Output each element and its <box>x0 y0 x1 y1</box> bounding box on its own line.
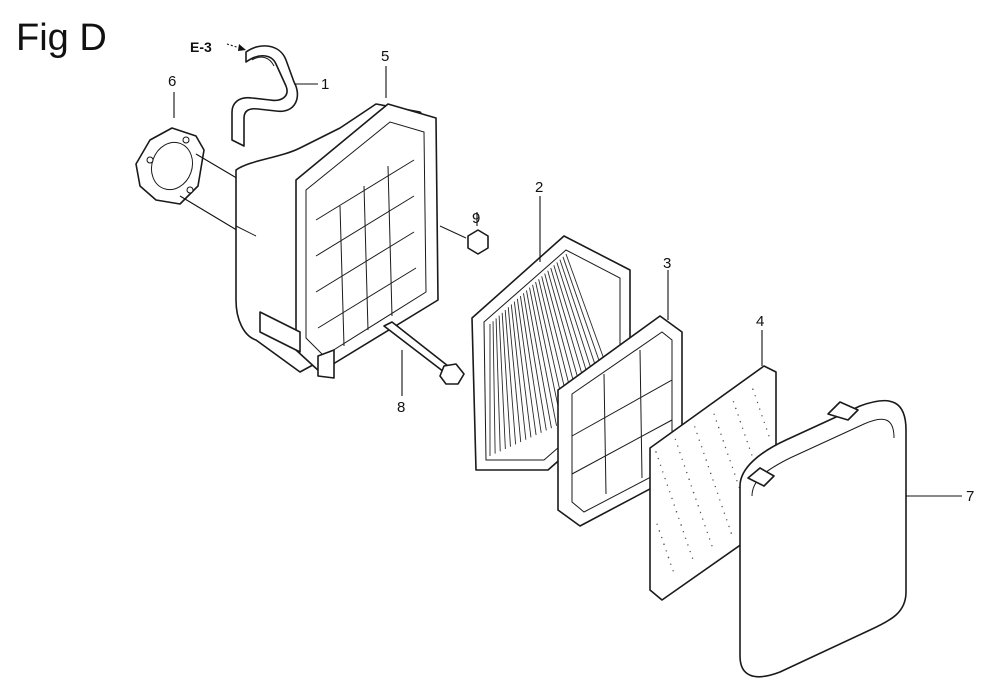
reference-arrow <box>226 43 247 51</box>
callout-2: 2 <box>535 179 543 196</box>
figure-title: Fig D <box>16 17 107 59</box>
nut-icon <box>439 225 489 255</box>
tube-icon <box>231 45 299 147</box>
air-cleaner-case-icon <box>235 103 439 379</box>
callout-7: 7 <box>966 488 974 505</box>
callout-3: 3 <box>663 255 671 272</box>
callout-1: 1 <box>321 76 329 93</box>
gasket-icon <box>135 127 205 205</box>
callout-5: 5 <box>381 48 389 65</box>
callout-9: 9 <box>472 210 480 227</box>
gasket-guide-lines <box>179 153 241 233</box>
cover-icon <box>739 399 907 678</box>
callout-4: 4 <box>756 313 764 330</box>
reference-label: E-3 <box>190 39 212 55</box>
callout-6: 6 <box>168 73 176 90</box>
callout-8: 8 <box>397 399 405 416</box>
bolt-icon <box>383 321 465 385</box>
